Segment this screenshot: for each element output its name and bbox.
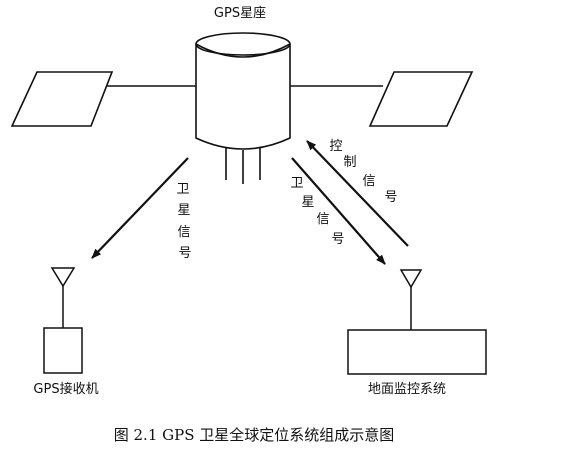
signal-right-char: 信 xyxy=(316,212,329,227)
receiver-label: GPS接收机 xyxy=(33,381,98,397)
signal-right-char: 星 xyxy=(301,195,314,210)
signal-left-char: 信 xyxy=(177,225,190,240)
satellite-to-receiver-arrow xyxy=(91,157,189,259)
ground-to-satellite-arrow xyxy=(306,140,409,247)
control-signal-char: 号 xyxy=(384,190,397,205)
left-solar-panel xyxy=(10,71,114,127)
signal-label-right: 卫 星 信 号 xyxy=(290,176,344,247)
control-signal-char: 制 xyxy=(343,155,356,170)
signal-label-left: 卫 星 信 号 xyxy=(176,182,191,261)
gps-receiver-box xyxy=(43,327,83,374)
signal-left-char: 卫 xyxy=(176,182,189,197)
signal-left-char: 号 xyxy=(178,246,191,261)
ground-label: 地面监控系统 xyxy=(368,382,446,397)
signal-left-char: 星 xyxy=(177,203,190,218)
right-solar-panel xyxy=(368,71,474,127)
signal-right-char: 号 xyxy=(331,232,344,247)
satellite-label: GPS星座 xyxy=(214,6,266,21)
satellite-icon xyxy=(10,32,474,184)
satellite-to-ground-arrow xyxy=(291,157,386,265)
ground-antenna-icon xyxy=(399,269,423,330)
control-signal-char: 信 xyxy=(362,174,375,189)
receiver-antenna-icon xyxy=(50,267,76,328)
control-signal-char: 控 xyxy=(329,139,342,154)
signal-right-char: 卫 xyxy=(290,176,303,191)
ground-monitoring-box xyxy=(347,329,487,375)
control-signal-label: 控 制 信 号 xyxy=(329,139,397,205)
figure-caption: 图 2.1 GPS 卫星全球定位系统组成示意图 xyxy=(114,426,395,444)
